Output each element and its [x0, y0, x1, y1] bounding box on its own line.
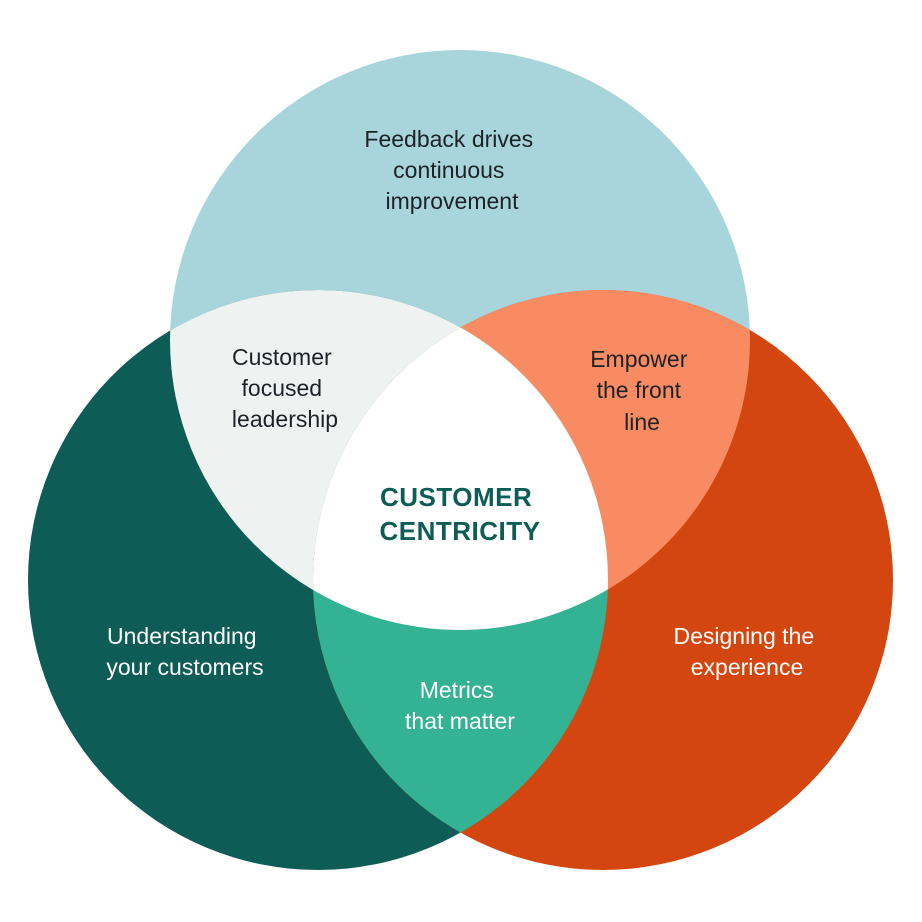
center-overlap [313, 290, 608, 630]
center-label: CUSTOMER CENTRICITY [380, 482, 541, 546]
top-circle-label: Feedback drives continuous improvement [364, 126, 539, 214]
top-left-overlap-label: Customer focused leadership [232, 344, 338, 432]
left-right-overlap-label: Metrics that matter [405, 677, 515, 734]
top-right-overlap-label: Empower the front line [590, 346, 694, 435]
right-circle-label: Designing the experience [673, 623, 820, 680]
left-circle-label: Understanding your customers [106, 623, 263, 680]
